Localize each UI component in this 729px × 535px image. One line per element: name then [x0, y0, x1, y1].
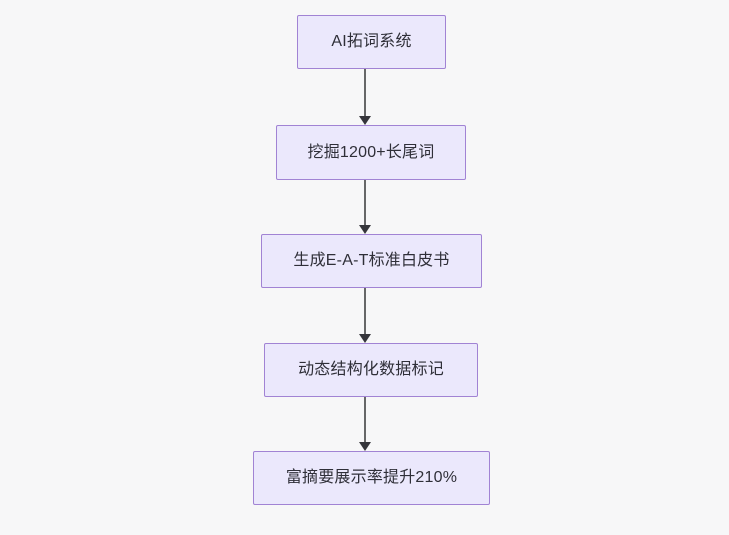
- arrowhead-icon: [359, 334, 371, 343]
- flow-node-label: 挖掘1200+长尾词: [307, 143, 435, 161]
- edge-n1-n2: [358, 69, 372, 125]
- flow-node-mine-longtail-keywords[interactable]: 挖掘1200+长尾词: [276, 125, 466, 180]
- flow-node-rich-snippet-rate-increase[interactable]: 富摘要展示率提升210%: [253, 451, 490, 505]
- flow-node-ai-keyword-system[interactable]: AI拓词系统: [297, 15, 446, 69]
- arrowhead-icon: [359, 116, 371, 125]
- flow-node-generate-eat-whitepaper[interactable]: 生成E-A-T标准白皮书: [261, 234, 482, 288]
- edge-line: [364, 69, 366, 118]
- edge-line: [364, 288, 366, 336]
- edge-line: [364, 180, 366, 227]
- flow-node-label: 动态结构化数据标记: [298, 361, 444, 379]
- edge-n4-n5: [358, 397, 372, 451]
- flow-node-label: 生成E-A-T标准白皮书: [293, 252, 450, 270]
- arrowhead-icon: [359, 442, 371, 451]
- flow-node-label: AI拓词系统: [331, 33, 412, 51]
- edge-line: [364, 397, 366, 444]
- arrowhead-icon: [359, 225, 371, 234]
- edge-n3-n4: [358, 288, 372, 343]
- flow-node-label: 富摘要展示率提升210%: [285, 469, 458, 487]
- flow-node-dynamic-structured-data-markup[interactable]: 动态结构化数据标记: [264, 343, 478, 397]
- edge-n2-n3: [358, 180, 372, 234]
